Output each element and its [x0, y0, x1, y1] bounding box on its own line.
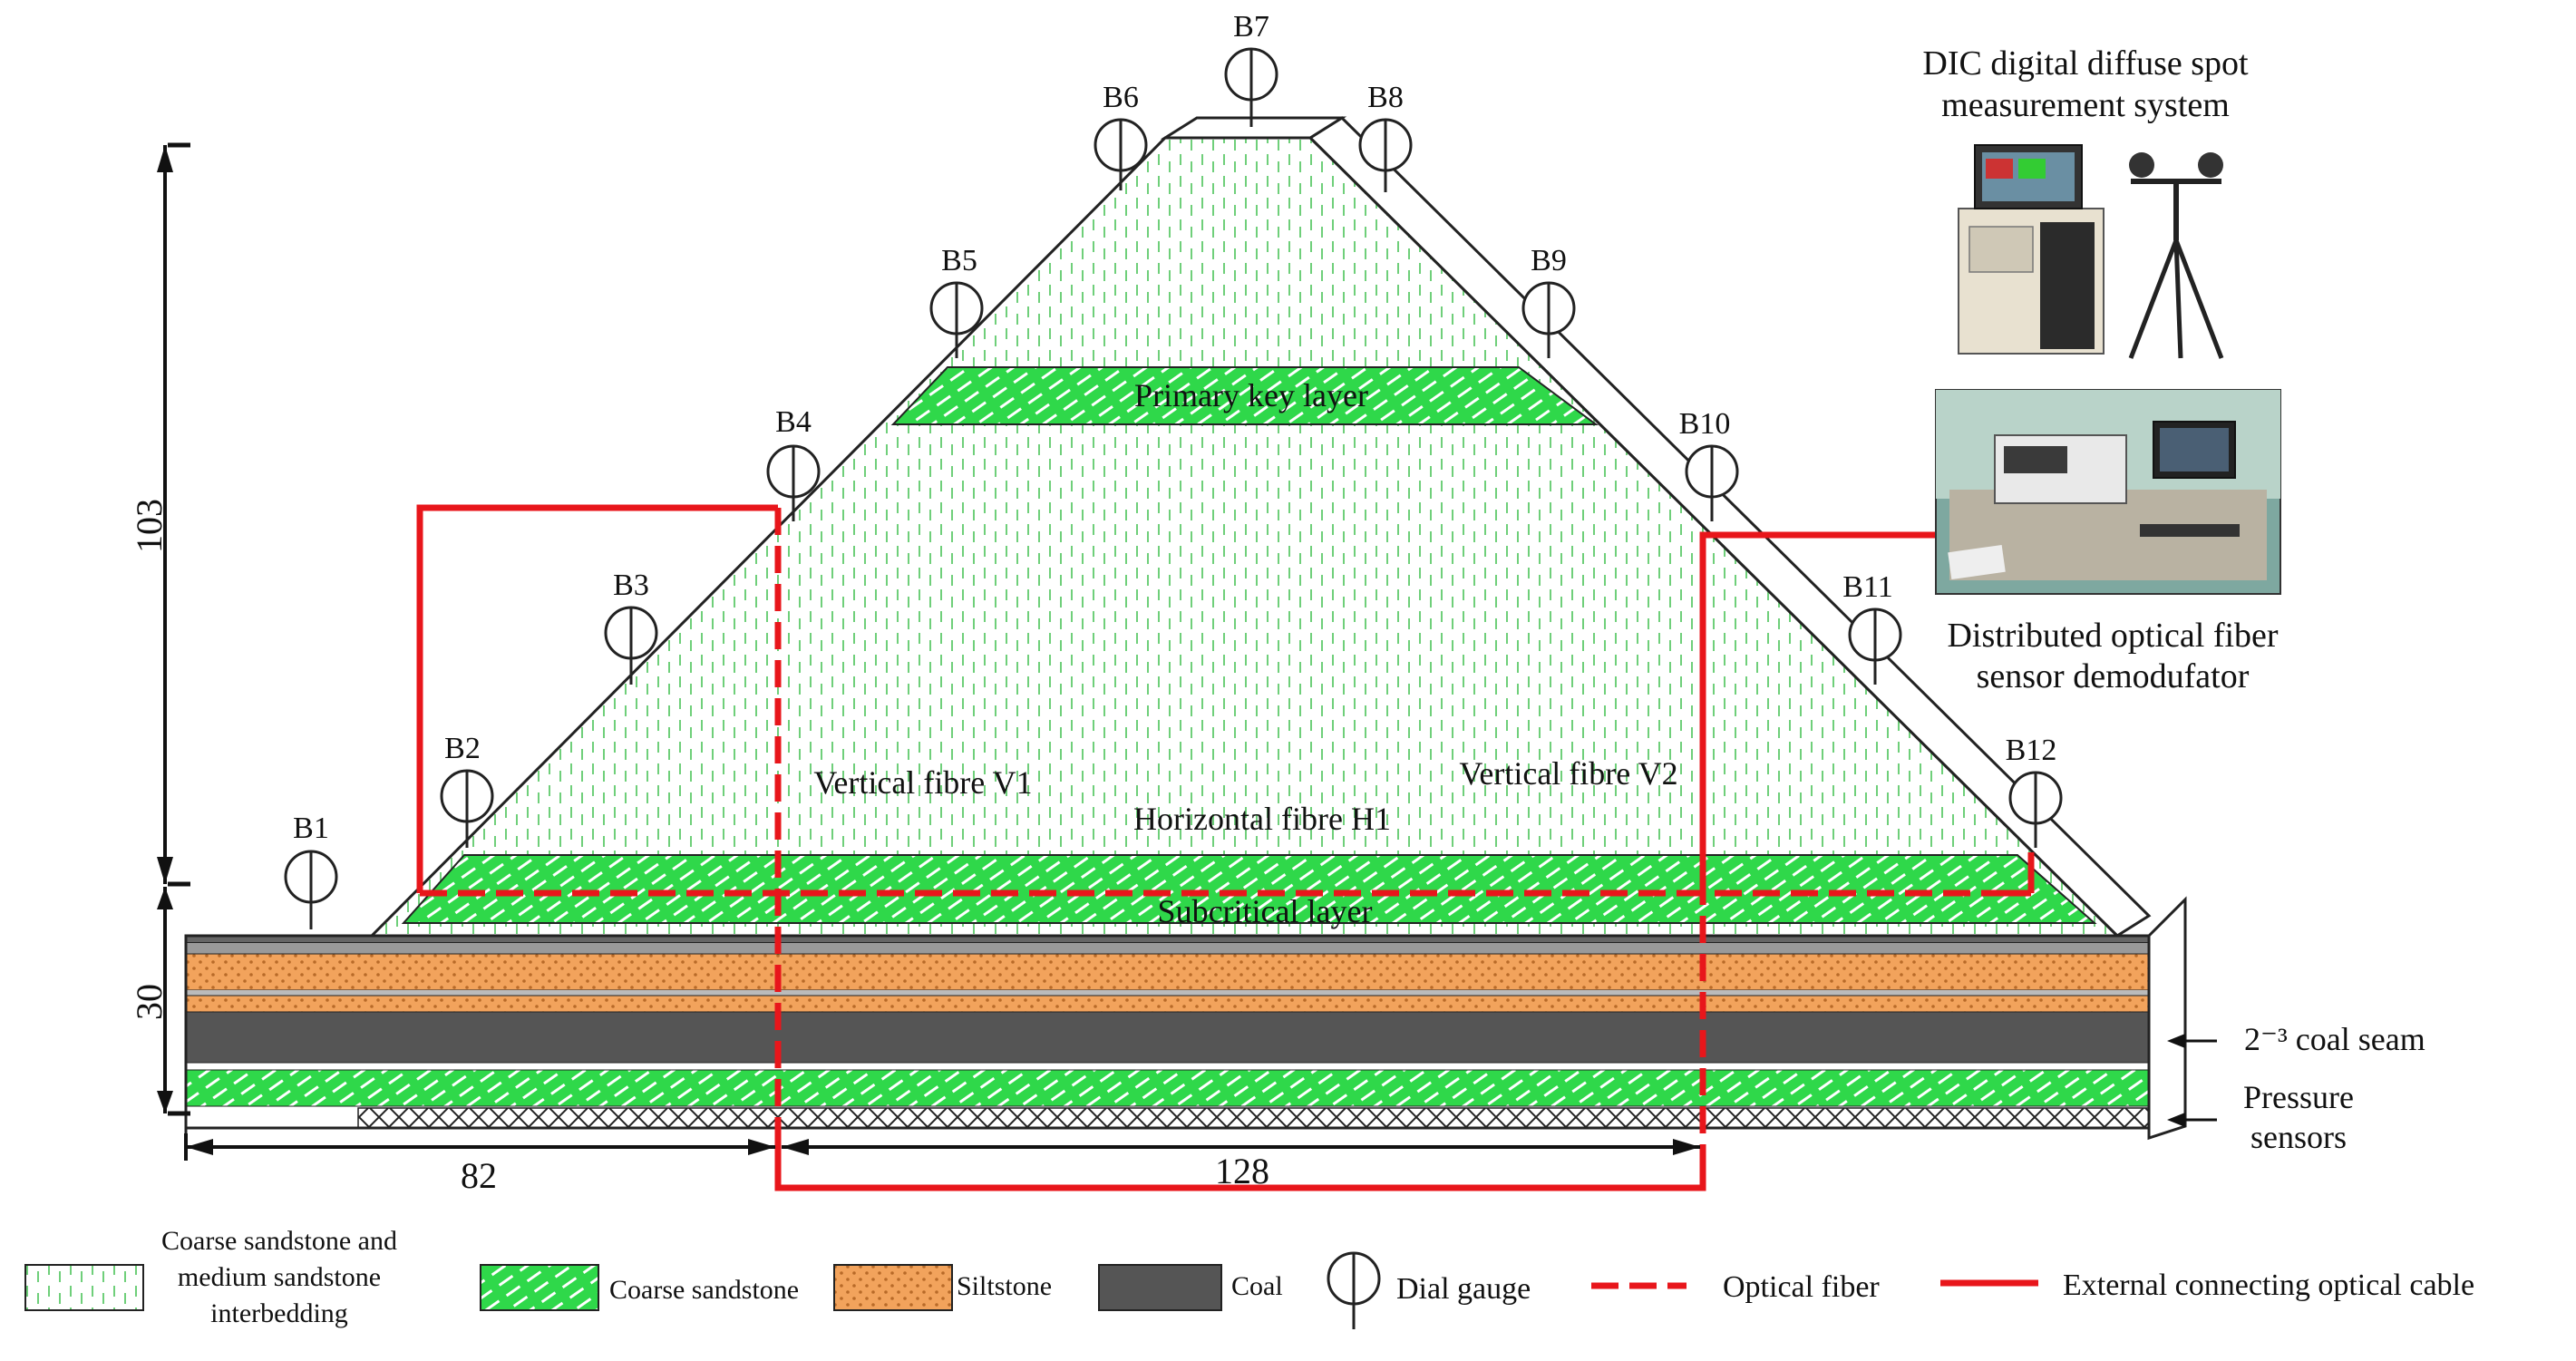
legend-item-siltstone: Siltstone	[833, 1264, 1052, 1311]
demodulator-panel: Distributed optical fiber sensor demoduf…	[1935, 389, 2281, 695]
legend-external-cable-label: External connecting optical cable	[2063, 1269, 2474, 1302]
gauge-label-b12: B12	[2006, 734, 2057, 767]
base-gap-strip	[186, 990, 2149, 996]
model-body	[184, 116, 2187, 1144]
dial-gauge-b10: B10	[1679, 407, 1739, 521]
legend-item-external-cable: External connecting optical cable	[1940, 1269, 2474, 1302]
primary-key-layer-label: Primary key layer	[1134, 377, 1368, 413]
dial-gauges: B1 B2 B3 B4 B5 B6 B7	[284, 10, 2063, 929]
dimension-label-82: 82	[461, 1155, 497, 1196]
side-labels: 2⁻³ coal seam Pressure sensors	[2167, 1021, 2425, 1155]
vertical-fibre-v2-label: Vertical fibre V2	[1459, 755, 1677, 792]
gauge-label-b11: B11	[1842, 570, 1892, 604]
primary-key-layer-band	[890, 366, 1599, 425]
dial-gauge-b6: B6	[1094, 81, 1148, 190]
dic-equipment-illustration	[1958, 144, 2224, 359]
horizontal-fibre-h1-label: Horizontal fibre H1	[1133, 801, 1391, 837]
dimension-lines: 103 30 82 128	[129, 142, 1700, 1196]
dial-gauge-b3: B3	[604, 569, 658, 685]
gauge-label-b1: B1	[293, 812, 329, 845]
dic-title-line1: DIC digital diffuse spot	[1922, 44, 2249, 83]
base-outline	[184, 934, 2151, 1130]
dimension-label-128: 128	[1215, 1151, 1269, 1191]
legend-item-optical-fiber: Optical fiber	[1591, 1270, 1880, 1304]
pressure-sensors-label-2: sensors	[2250, 1119, 2347, 1155]
legend-item-coarse-sandstone: Coarse sandstone	[480, 1264, 799, 1311]
demodulator-title-line2: sensor demodufator	[1977, 657, 2250, 695]
legend-item-dial-gauge: Dial gauge	[1327, 1251, 1531, 1329]
gauge-label-b8: B8	[1367, 81, 1404, 114]
subcritical-layer-label: Subcritical layer	[1158, 893, 1373, 929]
external-cable-left	[416, 504, 778, 893]
base-side-face	[2147, 896, 2187, 1141]
legend-siltstone-label: Siltstone	[957, 1271, 1052, 1301]
dial-gauge-b9: B9	[1521, 244, 1576, 358]
siltstone-lower	[185, 995, 2150, 1013]
dial-gauge-b11: B11	[1842, 570, 1902, 685]
gauge-label-b9: B9	[1531, 244, 1567, 277]
gauge-label-b3: B3	[613, 569, 649, 602]
vertical-fibre-v1-label: Vertical fibre V1	[813, 764, 1032, 801]
legend-interbedding-line3: interbedding	[210, 1298, 348, 1328]
dic-title-line2: measurement system	[1941, 86, 2230, 124]
legend-interbedding-line2: medium sandstone	[178, 1262, 381, 1292]
legend-dial-gauge-label: Dial gauge	[1396, 1272, 1531, 1306]
legend-interbedding-line1: Coarse sandstone and	[161, 1226, 397, 1256]
dial-gauge-b1: B1	[284, 812, 338, 929]
gauge-label-b5: B5	[941, 244, 977, 277]
legend-optical-fiber-label: Optical fiber	[1723, 1270, 1880, 1304]
coarse-sandstone-bottom	[185, 1069, 2150, 1107]
gauge-label-b2: B2	[444, 732, 481, 765]
dic-system-panel: DIC digital diffuse spot measurement sys…	[1922, 44, 2249, 359]
dimension-label-103: 103	[129, 499, 170, 553]
dial-gauge-b4: B4	[766, 405, 821, 521]
dial-gauge-b8: B8	[1358, 81, 1413, 192]
dial-gauge-b7: B7	[1224, 10, 1278, 127]
legend-coarse-label: Coarse sandstone	[609, 1275, 799, 1305]
coal-seam-band	[185, 1011, 2150, 1064]
dial-gauge-b12: B12	[2006, 734, 2063, 848]
gauge-label-b10: B10	[1679, 407, 1731, 441]
demodulator-title-line1: Distributed optical fiber	[1947, 617, 2278, 655]
subcritical-layer-band	[401, 854, 2097, 924]
legend-item-interbedding: Coarse sandstone and medium sandstone in…	[24, 1226, 397, 1328]
base-gray-strip	[186, 943, 2149, 954]
external-cable-bottom	[774, 1144, 1706, 1191]
legend-coal-label: Coal	[1231, 1271, 1283, 1301]
legend: Coarse sandstone and medium sandstone in…	[24, 1226, 2474, 1329]
dial-gauge-b2: B2	[440, 732, 494, 848]
pressure-sensor-row	[357, 1107, 2150, 1129]
coal-seam-label: 2⁻³ coal seam	[2244, 1021, 2425, 1057]
pressure-sensors-label-1: Pressure	[2243, 1079, 2354, 1115]
dimension-label-30: 30	[129, 984, 170, 1020]
dial-gauge-b5: B5	[929, 244, 984, 358]
gauge-label-b7: B7	[1233, 10, 1269, 44]
trapezoid-top-face	[1160, 116, 1347, 140]
base-white-strip	[185, 1062, 2150, 1071]
siltstone-upper	[185, 953, 2150, 991]
gauge-label-b4: B4	[775, 405, 812, 439]
gauge-label-b6: B6	[1103, 81, 1139, 114]
optical-fibers	[416, 504, 2035, 1191]
legend-item-coal: Coal	[1098, 1264, 1283, 1311]
